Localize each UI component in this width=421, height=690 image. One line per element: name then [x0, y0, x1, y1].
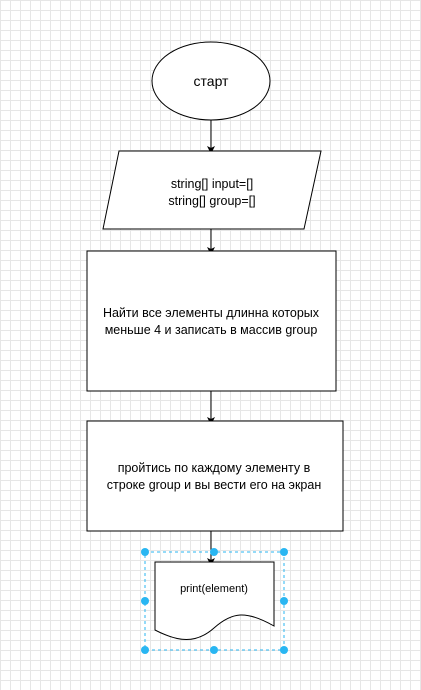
output-document-node[interactable]: print(element) — [154, 561, 275, 640]
process-find-rect — [86, 250, 337, 392]
start-label: старт — [194, 73, 230, 89]
process-loop-node[interactable]: пройтись по каждому элементу в строке gr… — [86, 420, 344, 532]
start-ellipse — [151, 41, 271, 121]
selection-overlay — [141, 548, 288, 654]
resize-handle-bottom-left[interactable] — [141, 646, 149, 654]
resize-handle-bottom-center[interactable] — [210, 646, 218, 654]
process-loop-line-1: пройтись по каждому элементу в — [118, 461, 311, 475]
process-find-node[interactable]: Найти все элементы длинна которых меньше… — [86, 250, 337, 392]
resize-handle-top-left[interactable] — [141, 548, 149, 556]
resize-handle-middle-left[interactable] — [141, 597, 149, 605]
process-loop-line-2: строке group и вы вести его на экран — [107, 478, 322, 492]
output-document-label: print(element) — [180, 583, 248, 595]
input-label-line-2: string[] group=[] — [168, 194, 255, 208]
input-label-line-1: string[] input=[] — [171, 177, 253, 191]
resize-handle-top-center[interactable] — [210, 548, 218, 556]
resize-handle-top-right[interactable] — [280, 548, 288, 556]
resize-handle-middle-right[interactable] — [280, 597, 288, 605]
resize-handle-bottom-right[interactable] — [280, 646, 288, 654]
process-find-line-1: Найти все элементы длинна которых — [103, 306, 320, 320]
output-document-shape — [154, 561, 275, 640]
start-node[interactable]: старт — [151, 41, 271, 121]
process-find-line-2: меньше 4 и записать в массив group — [105, 323, 318, 337]
input-parallelogram — [102, 150, 322, 230]
input-node[interactable]: string[] input=[] string[] group=[] — [102, 150, 322, 230]
process-loop-rect — [86, 420, 344, 532]
